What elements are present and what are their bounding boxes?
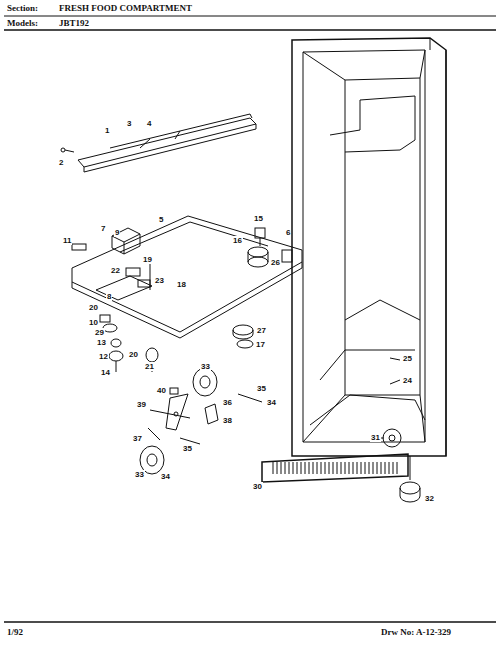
callout-number: 34 [160,472,171,481]
callout-number: 3 [126,119,132,128]
callout-number: 1 [104,126,110,135]
section-title: FRESH FOOD COMPARTMENT [58,3,193,13]
callout-number: 35 [182,444,193,453]
callout-number: 34 [266,398,277,407]
callout-number: 17 [255,340,266,349]
model-number: JBT192 [58,18,90,28]
callout-number: 10 [88,318,99,327]
callout-number: 9 [114,228,120,237]
callout-number: 19 [142,255,153,264]
callout-number: 26 [270,258,281,267]
callout-number: 13 [96,338,107,347]
callout-number: 40 [156,386,167,395]
callout-number: 33 [200,362,211,371]
callout-number: 23 [154,276,165,285]
header-label: Models: [6,18,39,28]
callout-number: 39 [136,400,147,409]
callout-number: 36 [222,398,233,407]
callout-number: 21 [144,362,155,371]
callout-number: 8 [106,292,112,301]
callout-number: 35 [256,384,267,393]
callout-number: 22 [110,266,121,275]
callout-number: 5 [158,215,164,224]
header-label: Section: [6,3,39,13]
callout-number: 7 [100,224,106,233]
callout-number: 30 [252,482,263,491]
callout-number: 12 [98,352,109,361]
callout-number: 29 [94,328,105,337]
callout-number: 18 [176,280,187,289]
callout-number: 20 [128,350,139,359]
callout-number: 27 [256,326,267,335]
callout-number: 4 [146,119,152,128]
callout-number: 6 [285,228,291,237]
callout-number: 14 [100,368,111,377]
callout-number: 25 [402,354,413,363]
callout-number: 38 [222,416,233,425]
date-code: 1/92 [6,627,24,637]
callout-number: 20 [88,303,99,312]
callout-number: 31 [370,433,381,442]
callout-number: 2 [58,158,64,167]
callout-number: 37 [132,434,143,443]
callout-number: 15 [253,214,264,223]
callout-number: 16 [232,236,243,245]
drawing-number: Drw No: A-12-329 [380,627,452,637]
callout-number: 24 [402,376,413,385]
callout-number: 32 [424,494,435,503]
callout-number: 11 [62,236,72,245]
callout-number: 33 [134,470,145,479]
